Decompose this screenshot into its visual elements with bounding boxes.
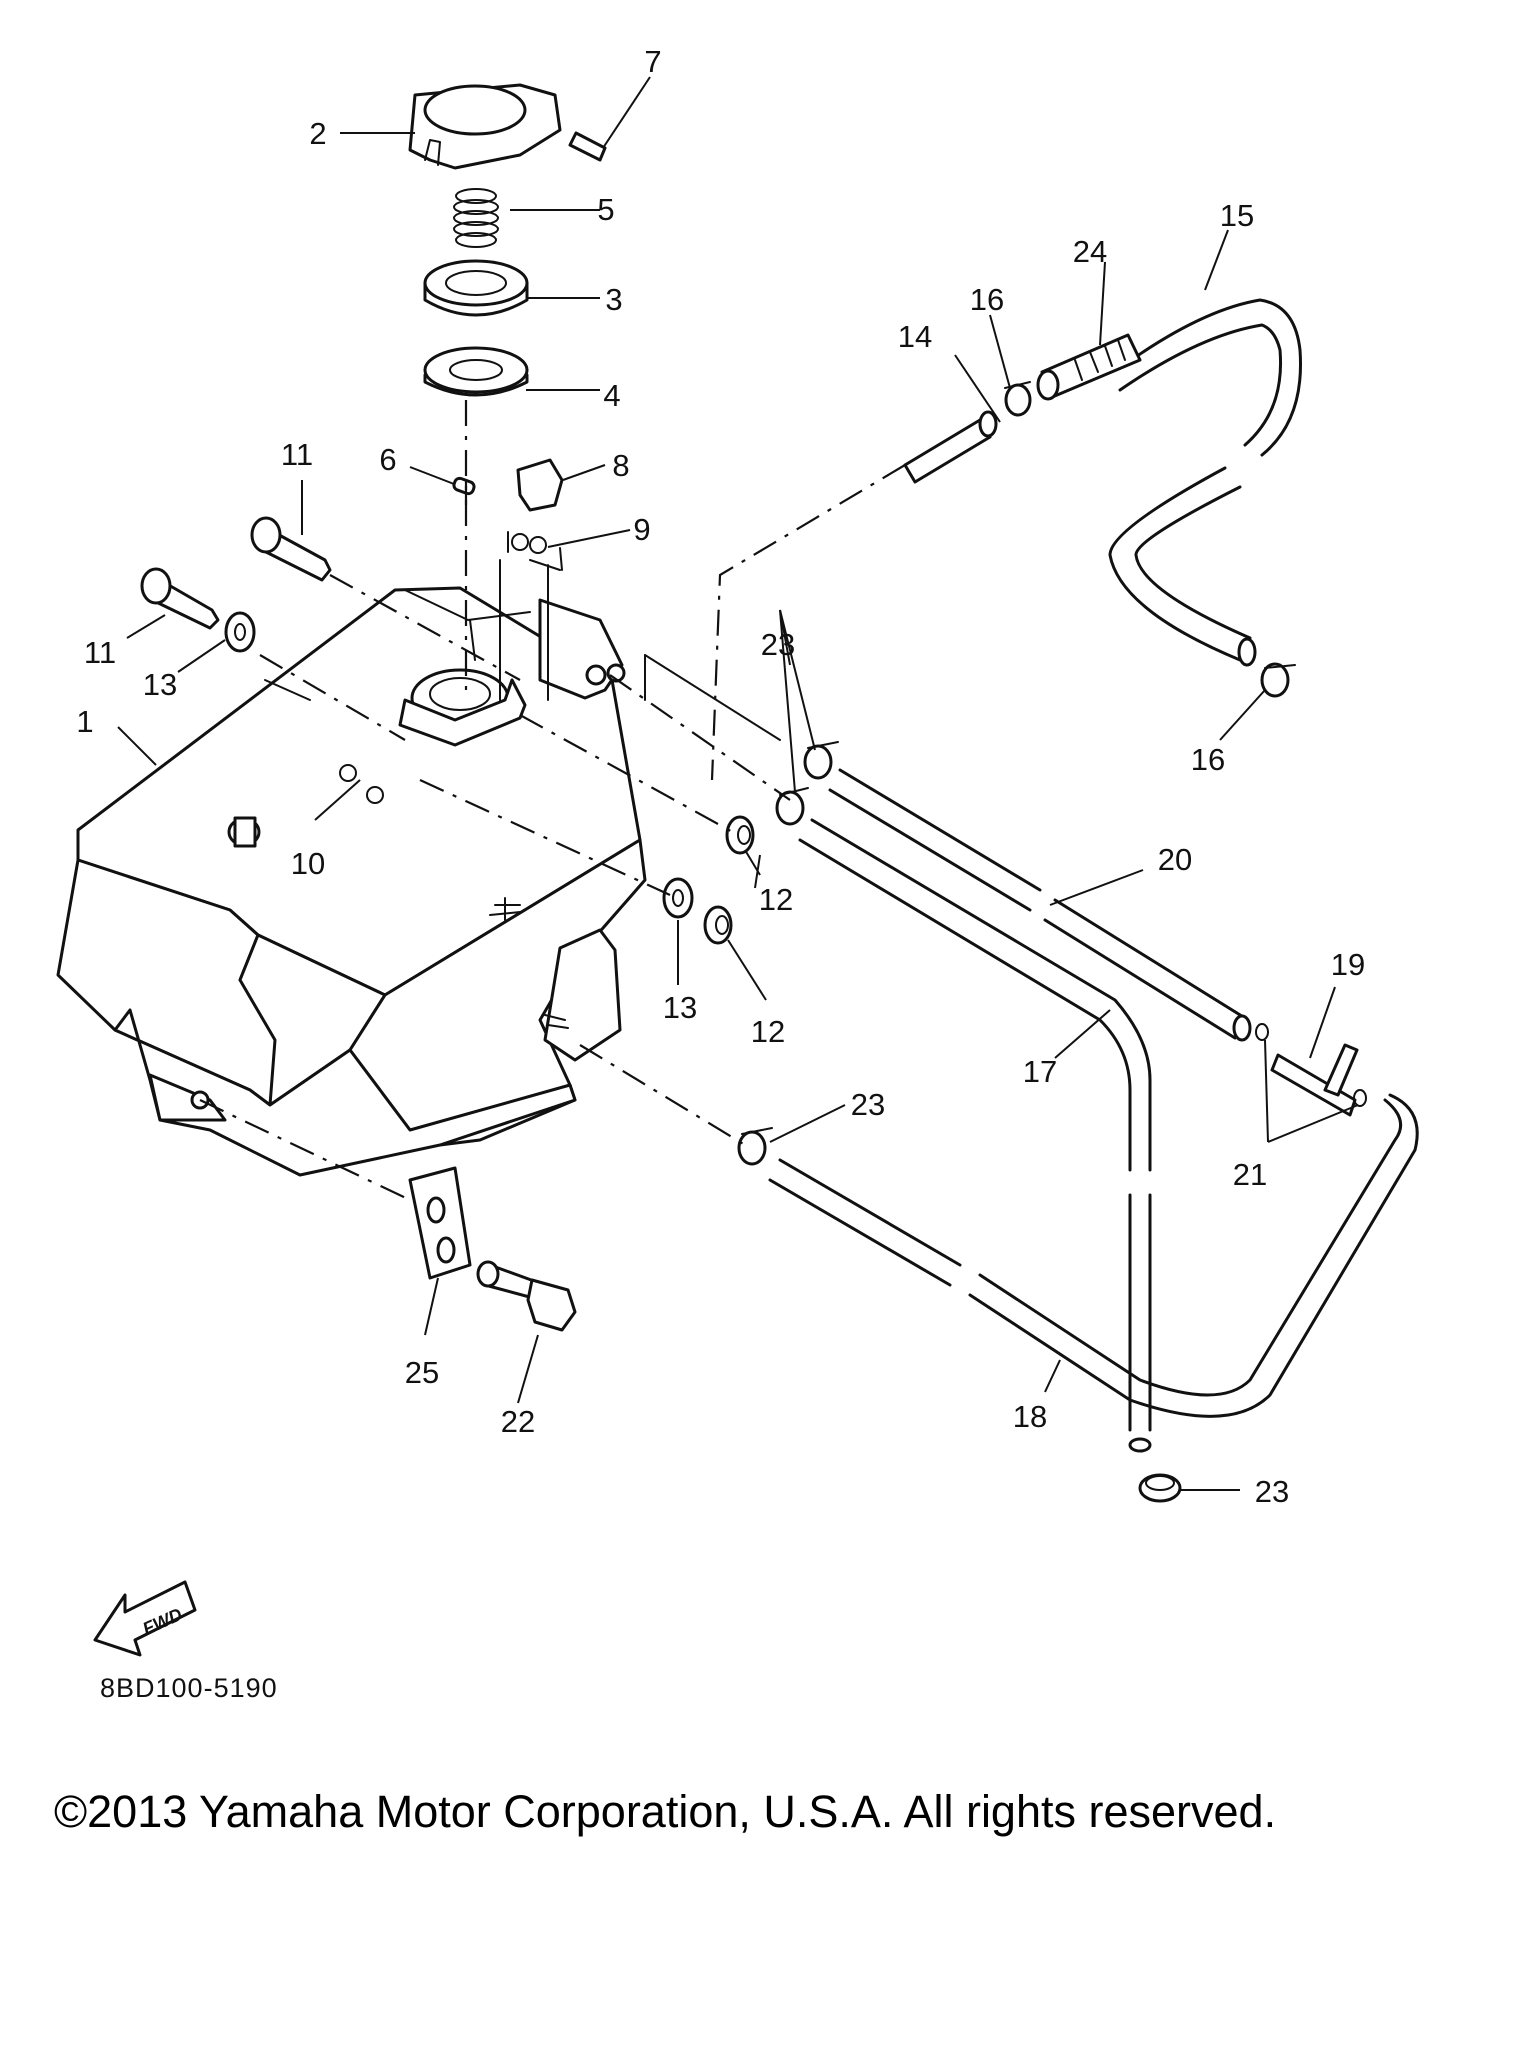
hose-17 bbox=[798, 818, 1152, 1453]
hose-15 bbox=[1108, 298, 1303, 667]
callout-c22: 22 bbox=[501, 1404, 535, 1439]
cap-pin bbox=[568, 131, 607, 162]
callout-c23c: 23 bbox=[1255, 1474, 1289, 1509]
bracket-25 bbox=[408, 1166, 472, 1280]
fwd-arrow-icon: FWD bbox=[93, 1580, 197, 1657]
diagram-code: 8BD100-5190 bbox=[100, 1673, 278, 1703]
callout-c11a: 11 bbox=[281, 437, 313, 472]
callout-c13a: 13 bbox=[143, 667, 177, 702]
bolt-11-upper bbox=[250, 516, 332, 582]
callout-c9: 9 bbox=[633, 512, 650, 547]
clamp-16-upper bbox=[1004, 381, 1032, 417]
hose-14 bbox=[903, 410, 998, 484]
callout-c1: 1 bbox=[76, 704, 93, 739]
callout-c11b: 11 bbox=[84, 635, 116, 670]
clamp-23-c bbox=[737, 1127, 773, 1166]
callout-c15: 15 bbox=[1220, 198, 1254, 233]
callout-c12b: 12 bbox=[751, 1014, 785, 1049]
callout-c24: 24 bbox=[1073, 234, 1107, 269]
gasket bbox=[423, 346, 529, 397]
callout-c25: 25 bbox=[405, 1355, 439, 1390]
copyright-notice: ©2013 Yamaha Motor Corporation, U.S.A. A… bbox=[54, 1786, 1277, 1837]
alignment-lines bbox=[199, 400, 906, 1201]
small-pin bbox=[452, 476, 476, 496]
callout-c6: 6 bbox=[379, 442, 396, 477]
sensor-8 bbox=[516, 458, 564, 512]
clamp-16-lower bbox=[1260, 662, 1296, 698]
callout-c3: 3 bbox=[605, 282, 622, 317]
clamp-23-d bbox=[1138, 1473, 1182, 1503]
callout-c13b: 13 bbox=[663, 990, 697, 1025]
callout-c16b: 16 bbox=[1191, 742, 1225, 777]
clip-21 bbox=[1255, 1023, 1367, 1107]
clamp-23-a bbox=[803, 741, 839, 780]
callout-c12a: 12 bbox=[759, 882, 793, 917]
cap-seat bbox=[423, 259, 529, 317]
spring bbox=[453, 188, 499, 248]
callout-c16a: 16 bbox=[970, 282, 1004, 317]
callouts: 1234567891011111212131314151616171819202… bbox=[76, 44, 1365, 1509]
filler-cap bbox=[408, 83, 562, 170]
callout-c17: 17 bbox=[1023, 1054, 1057, 1089]
callout-c19: 19 bbox=[1331, 947, 1365, 982]
clip-9 bbox=[507, 531, 563, 571]
joint-19 bbox=[1270, 1043, 1359, 1117]
grommet-12-upper bbox=[725, 815, 755, 855]
callout-c5: 5 bbox=[597, 192, 614, 227]
callout-c8: 8 bbox=[612, 448, 629, 483]
callout-c7: 7 bbox=[644, 44, 661, 79]
callout-c4: 4 bbox=[603, 378, 620, 413]
callout-c21: 21 bbox=[1233, 1157, 1267, 1192]
callout-c20: 20 bbox=[1158, 842, 1192, 877]
grommet-12-lower bbox=[703, 905, 733, 945]
callout-c10: 10 bbox=[291, 846, 325, 881]
washer-13-upper bbox=[224, 611, 256, 653]
callout-c23a: 23 bbox=[761, 627, 795, 662]
hose-18 bbox=[768, 1093, 1419, 1418]
callout-c2: 2 bbox=[309, 116, 326, 151]
bolt-22 bbox=[476, 1260, 577, 1332]
bolt-11-lower bbox=[140, 567, 220, 630]
callout-c18: 18 bbox=[1013, 1399, 1047, 1434]
leader-lines bbox=[117, 76, 1359, 1491]
hose-20 bbox=[828, 768, 1252, 1042]
washer-13-lower bbox=[662, 877, 694, 919]
spring-guard-24 bbox=[1036, 333, 1142, 401]
callout-c14: 14 bbox=[898, 319, 932, 354]
clip-10 bbox=[339, 764, 384, 804]
callout-c23b: 23 bbox=[851, 1087, 885, 1122]
